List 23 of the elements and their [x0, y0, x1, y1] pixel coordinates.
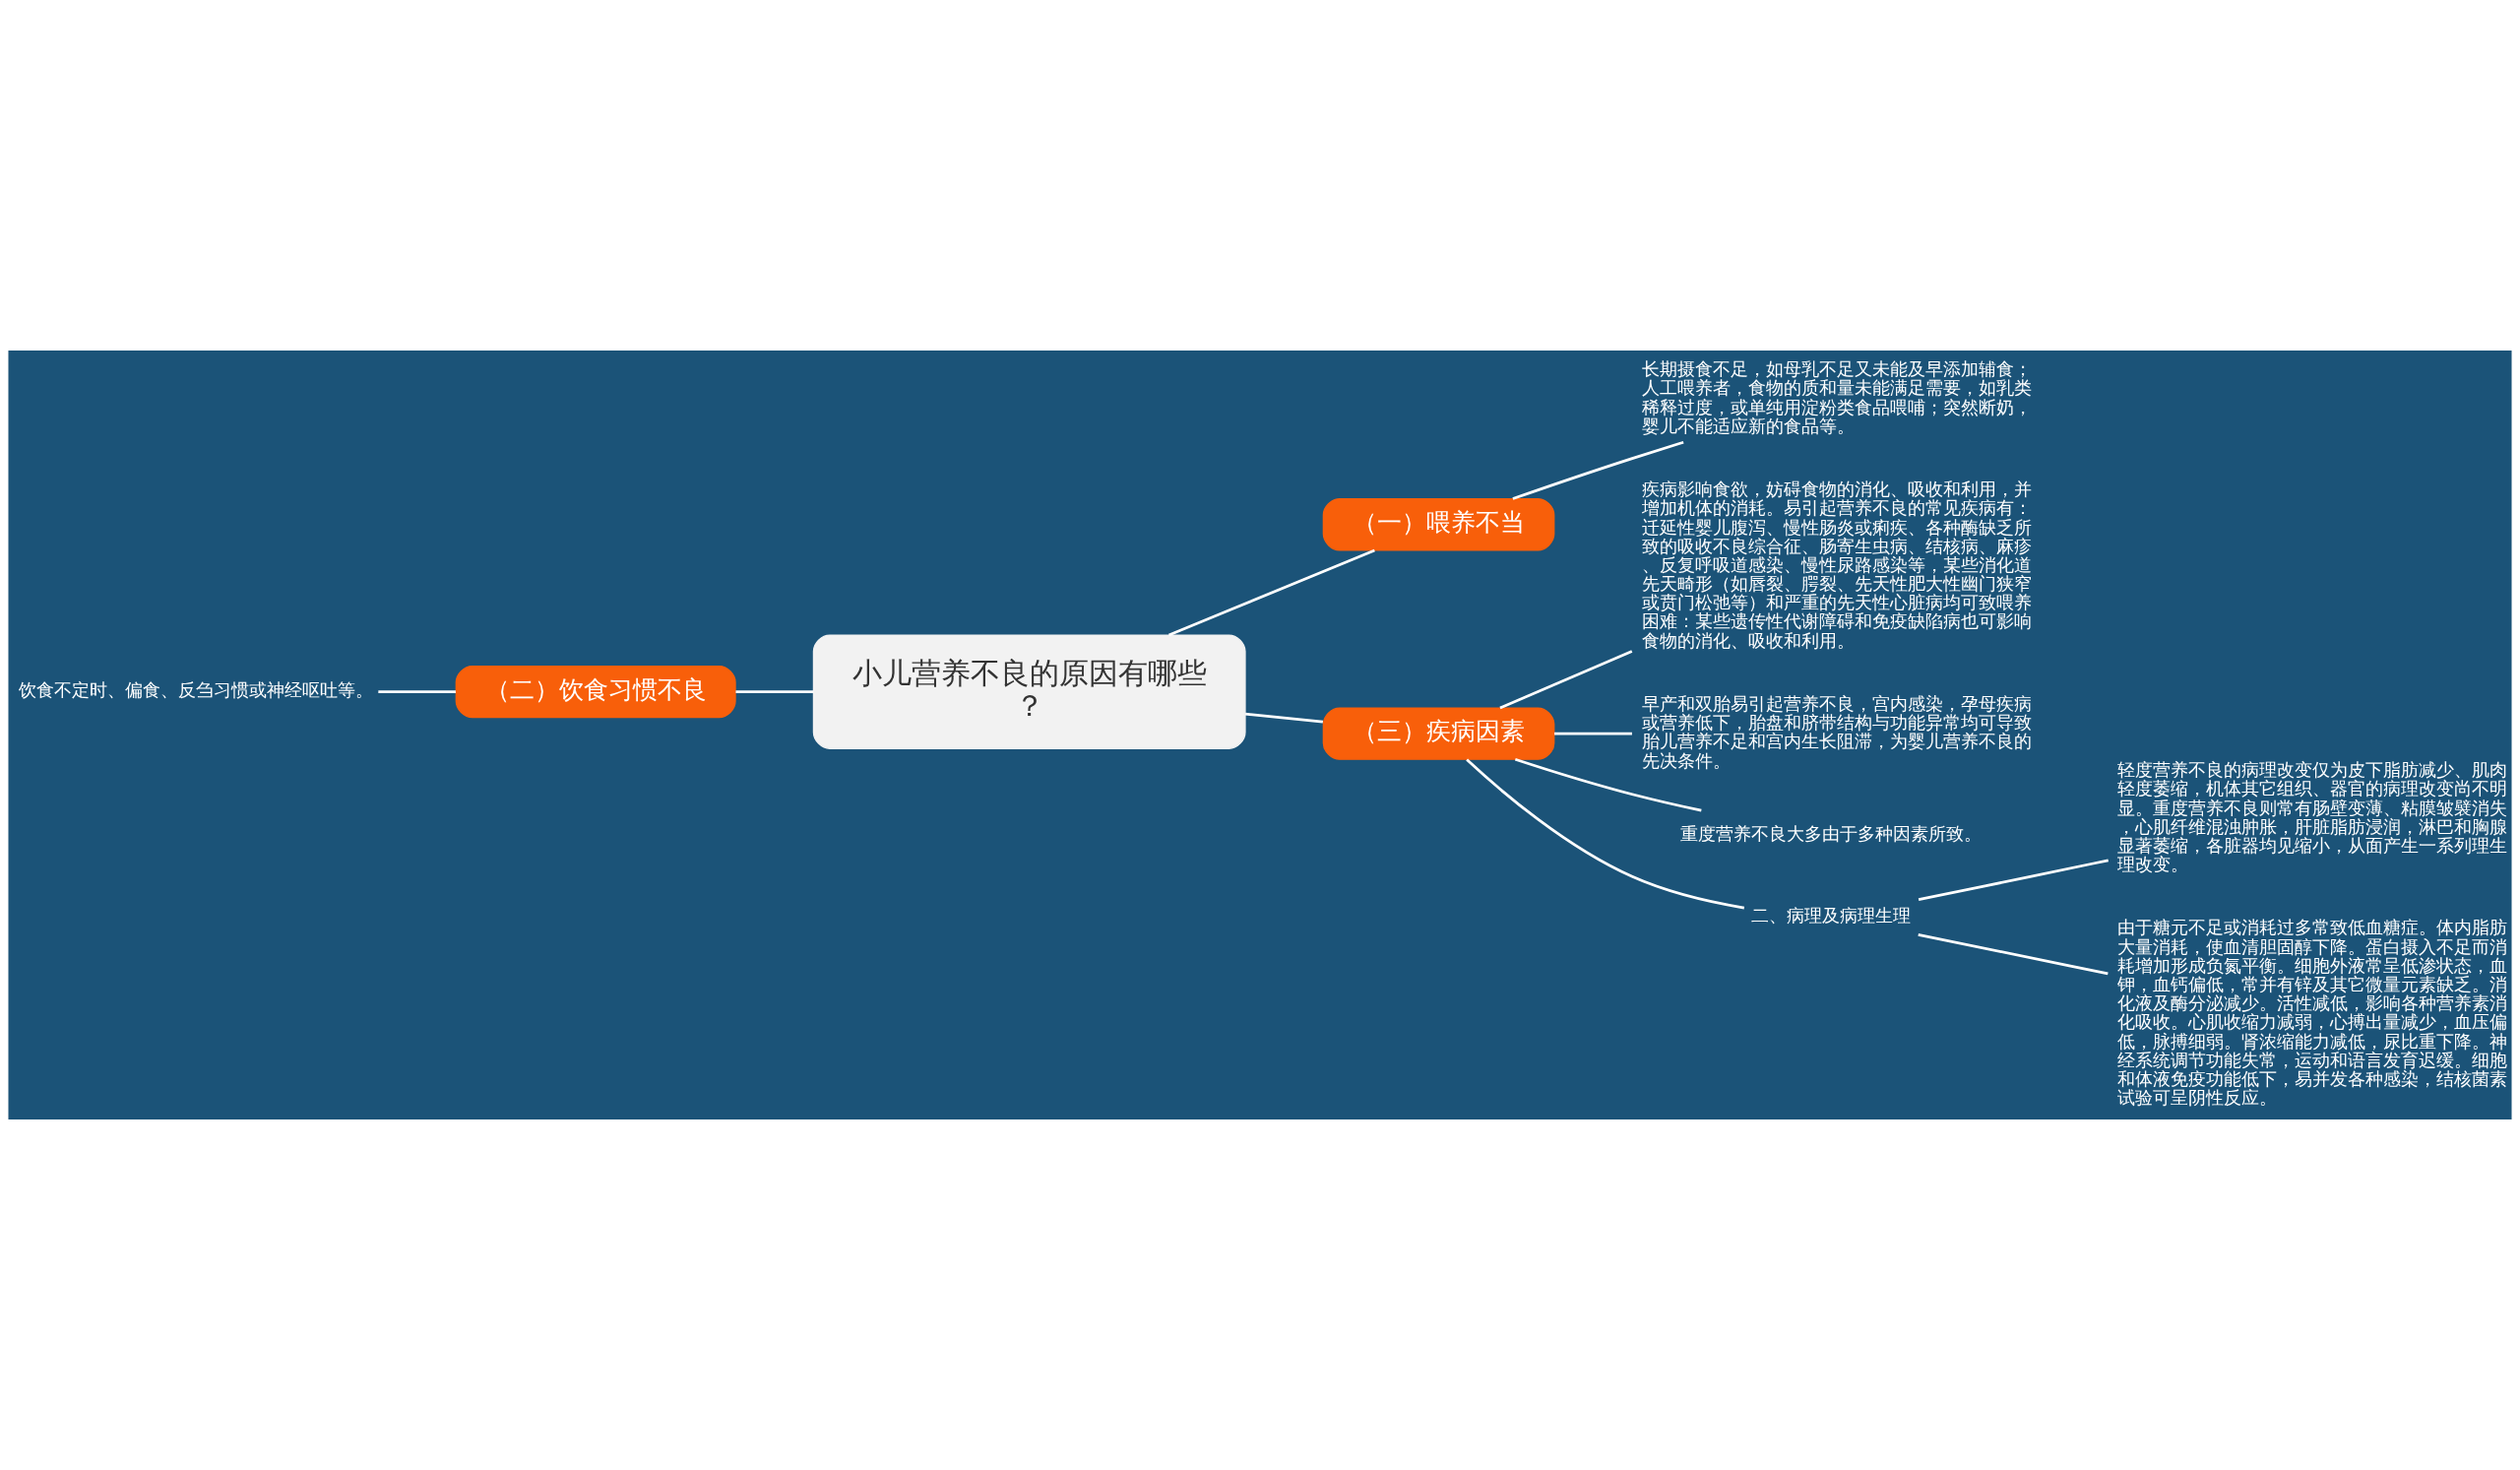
node-text: 重度营养不良大多由于多种因素所致。 [1680, 822, 1983, 844]
node-box: （三）疾病因素 [1322, 707, 1555, 760]
connector [1514, 758, 1702, 812]
connector [1466, 758, 1745, 910]
connector [1918, 859, 2109, 901]
connector [1918, 933, 2109, 976]
node-text: 二、病理及病理生理 [1751, 905, 1912, 927]
connector [378, 690, 456, 693]
node-box: （一）喂养不当 [1322, 498, 1555, 551]
connector [1512, 440, 1684, 500]
node-text: 早产和双胎易引起营养不良，宫内感染，孕母疾病或营养低下，胎盘和脐带结构与功能异常均可导致胎儿营养不足和宫内生长阻滞，为婴儿营养不良的先决条件。 [1641, 693, 2032, 771]
node-text: 轻度营养不良的病理改变仅为皮下脂肪减少、肌肉轻度萎缩，机体其它组织、器官的病理改变尚不明显。重度营养不良则常有肠壁变薄、粘膜皱襞消失，心肌纤维混浊肿胀，肝脏脂肪浸润，淋巴和胸腺显著萎缩，各脏器均见缩小，从面产生一系列理生理改变。 [2117, 759, 2508, 875]
node-box: （二）饮食习惯不良 [455, 665, 736, 719]
connector [1499, 650, 1633, 710]
node-text: 饮食不定时、偏食、反刍习惯或神经呕吐等。 [18, 679, 373, 701]
node-text: 疾病影响食欲，妨碍食物的消化、吸收和利用，并增加机体的消耗。易引起营养不良的常见疾病有：迁延性婴儿腹泻、慢性肠炎或痢疾、各种酶缺乏所致的吸收不良综合征、肠寄生虫病、结核病、麻疹、反复呼吸道感染、慢性尿路感染等，某些消化道先天畸形（如唇裂、腭裂、先天性肥大性幽门狭窄或贲门松弛等）和严重的先天性心脏病均可致喂养困难：某些遗传性代谢障碍和免疫缺陷病也可影响食物的消化、吸收和利用。 [1641, 479, 2032, 651]
node-text: 由于糖元不足或消耗过多常致低血糖症。体内脂肪大量消耗，使血清胆固醇下降。蛋白摄入不足而消耗增加形成负氮平衡。细胞外液常呈低渗状态，血钾，血钙偏低，常并有锌及其它微量元素缺乏。消化液及酶分泌减少。活性减低，影响各种营养素消化吸收。心肌收缩力减弱，心搏出量减少，血压偏低，脉搏细弱。肾浓缩能力减低，尿比重下降。神经系统调节功能失常，运动和语言发育迟缓。细胞和体液免疫功能低下，易并发各种感染，结核菌素试验可呈阴性反应。 [2117, 917, 2508, 1109]
connector [1244, 712, 1324, 724]
connector [1167, 548, 1375, 637]
node-box: 小儿营养不良的原因有哪些？ [812, 634, 1246, 749]
connector [735, 690, 814, 693]
node-text: 长期摄食不足，如母乳不足又未能及早添加辅食；人工喂养者，食物的质和量未能满足需要，如乳类稀释过度，或单纯用淀粉类食品喂哺；突然断奶，婴儿不能适应新的食品等。 [1641, 358, 2032, 436]
connector [1554, 732, 1632, 735]
